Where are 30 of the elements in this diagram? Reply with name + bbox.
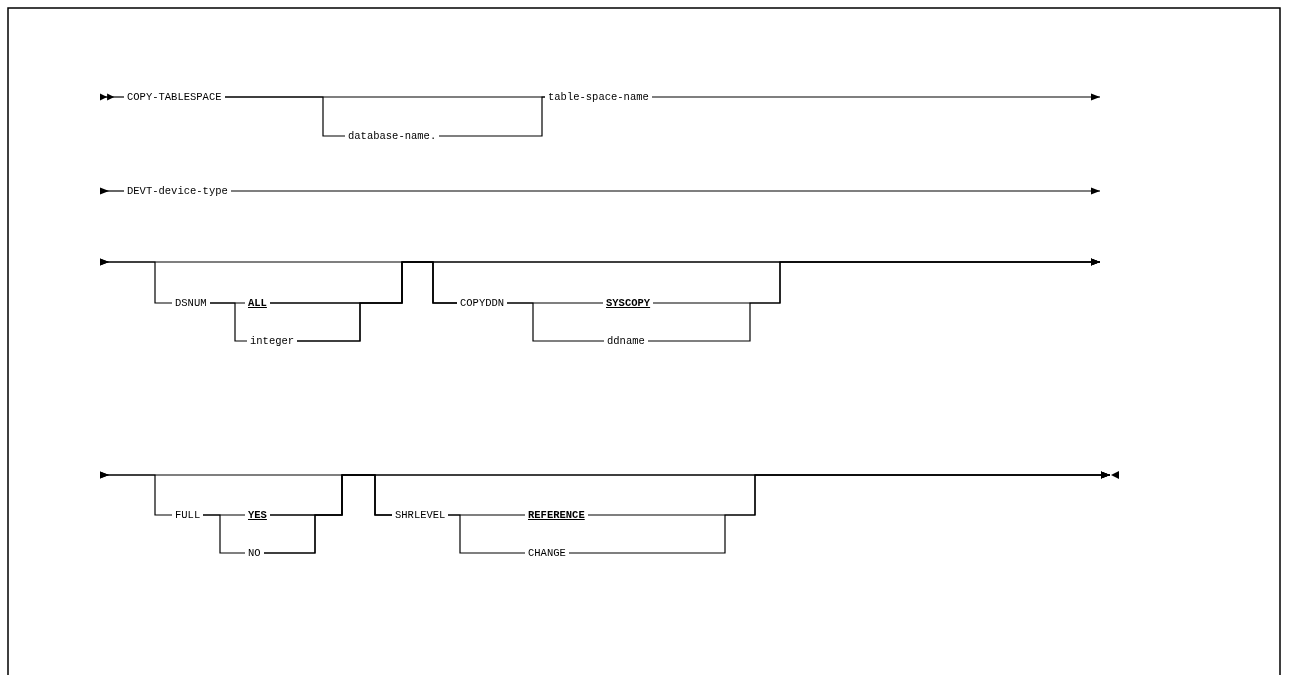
syntax-term: FULL bbox=[172, 508, 204, 522]
railroad-line bbox=[99, 471, 393, 516]
syntax-term: ddname bbox=[604, 334, 648, 348]
railroad-line bbox=[296, 258, 1101, 342]
railroad-line bbox=[99, 187, 125, 195]
syntax-term: integer bbox=[247, 334, 298, 348]
railroad-line bbox=[224, 96, 346, 137]
syntax-term: REFERENCE bbox=[525, 508, 588, 522]
syntax-term: NO bbox=[245, 546, 264, 560]
railroad-line bbox=[438, 96, 546, 137]
syntax-term: database-name. bbox=[345, 129, 440, 143]
syntax-term: DEVT-device-type bbox=[124, 184, 231, 198]
syntax-term: COPY-TABLESPACE bbox=[124, 90, 225, 104]
railroad-line bbox=[202, 514, 246, 554]
railroad-line bbox=[651, 93, 1101, 101]
railroad-line bbox=[263, 471, 1111, 554]
syntax-term: SYSCOPY bbox=[603, 296, 654, 310]
railroad-line bbox=[230, 187, 1101, 195]
railroad-line bbox=[99, 93, 125, 101]
syntax-term: ALL bbox=[245, 296, 270, 310]
syntax-term: table-space-name bbox=[545, 90, 652, 104]
syntax-term: YES bbox=[245, 508, 270, 522]
syntax-term: CHANGE bbox=[525, 546, 569, 560]
railroad-line bbox=[209, 302, 248, 342]
railroad-line bbox=[99, 258, 458, 304]
railroad-line bbox=[447, 514, 526, 554]
railroad-line bbox=[506, 302, 605, 342]
syntax-term: SHRLEVEL bbox=[392, 508, 449, 522]
syntax-term: DSNUM bbox=[172, 296, 210, 310]
syntax-term: COPYDDN bbox=[457, 296, 508, 310]
